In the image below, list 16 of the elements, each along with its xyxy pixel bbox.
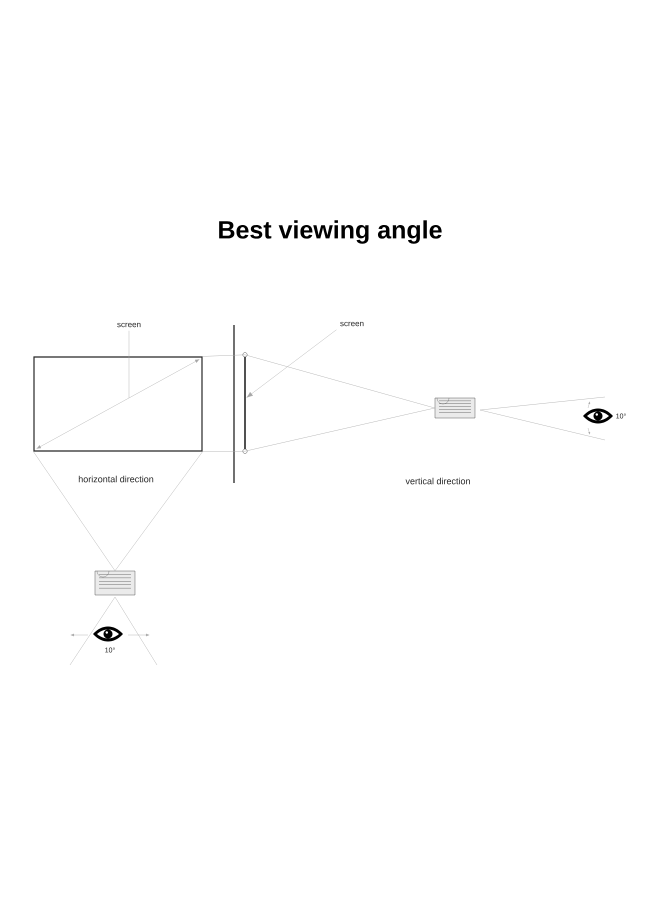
leader-line <box>128 330 130 398</box>
screen-label: screen <box>117 322 140 328</box>
projector-drawing <box>94 570 136 596</box>
projector-drawing <box>434 398 476 418</box>
projection-line <box>244 408 435 452</box>
leader-line <box>246 330 337 398</box>
title: Best viewing angle <box>219 220 442 244</box>
direction-label: vertical direction <box>406 478 470 484</box>
screen-label: screen <box>340 322 364 326</box>
screen-bar <box>242 352 248 454</box>
projection-line <box>202 451 246 452</box>
projection-line <box>202 354 246 357</box>
projection-line <box>244 354 435 408</box>
direction-label: horizontal direction <box>78 476 154 482</box>
projection-line <box>114 451 203 571</box>
projection-line <box>33 451 116 571</box>
